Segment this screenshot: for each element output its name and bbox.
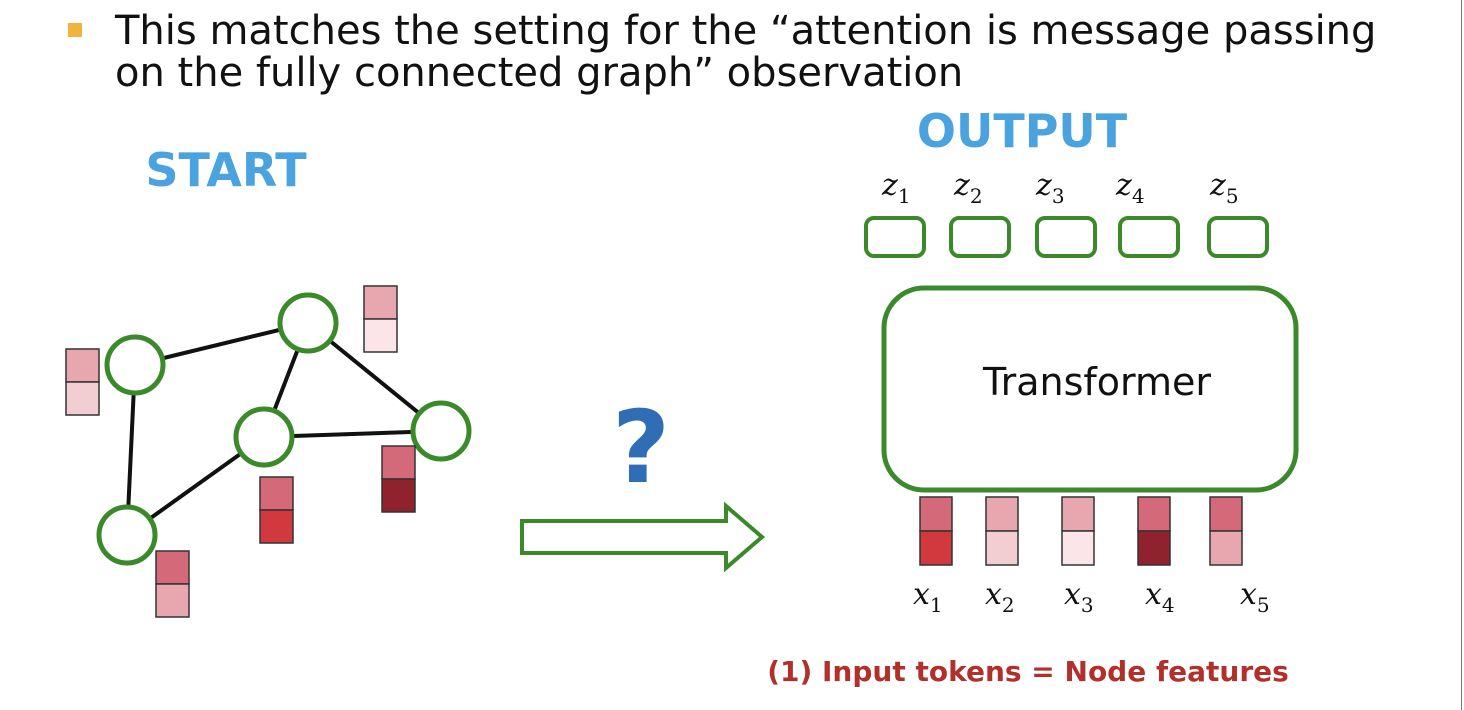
bullet-text: This matches the setting for the “attent… — [115, 10, 1455, 94]
graph-feature-vector — [381, 445, 416, 513]
transformer-block — [881, 285, 1299, 493]
input-token-label: x5 — [1240, 577, 1270, 617]
graph-node — [277, 292, 339, 354]
graph-feature-vector — [65, 348, 100, 416]
feature-cell-top — [985, 496, 1019, 532]
feature-cell-top — [155, 550, 190, 585]
feature-cell-bottom — [1137, 530, 1171, 566]
graph-node — [410, 400, 472, 462]
output-label: OUTPUT — [917, 104, 1128, 158]
feature-cell-top — [1061, 496, 1095, 532]
graph-node — [96, 504, 158, 566]
input-token-label: x3 — [1064, 577, 1094, 617]
output-token-box — [1118, 216, 1180, 258]
graph-feature-vector — [259, 476, 294, 544]
bullet-line-1: This matches the setting for the “attent… — [115, 8, 1377, 54]
input-token-vector — [919, 496, 953, 566]
input-token-vector — [1061, 496, 1095, 566]
feature-cell-bottom — [259, 509, 294, 544]
feature-cell-top — [1137, 496, 1171, 532]
input-token-vector — [985, 496, 1019, 566]
feature-cell-top — [381, 445, 416, 480]
feature-cell-bottom — [65, 381, 100, 416]
output-token-boxes — [864, 216, 1269, 258]
graph-node — [104, 334, 166, 396]
output-token-box — [949, 216, 1011, 258]
feature-cell-top — [919, 496, 953, 532]
slide-edge-divider — [1461, 0, 1462, 710]
feature-cell-top — [363, 285, 398, 320]
output-token-box — [1035, 216, 1097, 258]
feature-cell-bottom — [155, 583, 190, 618]
graph-nodes — [96, 292, 472, 566]
caption: (1) Input tokens = Node features — [767, 655, 1289, 688]
feature-cell-top — [65, 348, 100, 383]
graph-feature-vectors — [65, 285, 416, 618]
bullet-line-2: on the fully connected graph” observatio… — [115, 50, 964, 96]
output-token-label: z4 — [1115, 168, 1145, 208]
feature-cell-top — [1209, 496, 1243, 532]
input-token-label: x2 — [985, 577, 1015, 617]
output-token-box — [864, 216, 926, 258]
input-token-vectors — [919, 496, 1243, 566]
input-token-labels: x1 x2 x3 x4 x5 — [913, 577, 1270, 617]
start-label: START — [145, 143, 307, 197]
bullet-square-icon — [68, 23, 82, 37]
transformer-label: Transformer — [982, 360, 1211, 404]
output-token-label: z1 — [881, 168, 911, 208]
question-mark: ? — [612, 389, 670, 506]
graph-node — [233, 406, 295, 468]
output-token-label: z2 — [953, 168, 983, 208]
feature-cell-bottom — [381, 478, 416, 513]
feature-cell-bottom — [919, 530, 953, 566]
output-token-label: z5 — [1209, 168, 1239, 208]
feature-cell-top — [259, 476, 294, 511]
hollow-arrow-icon — [520, 501, 766, 573]
input-token-label: x4 — [1145, 577, 1175, 617]
feature-cell-bottom — [1061, 530, 1095, 566]
output-token-box — [1207, 216, 1269, 258]
input-token-vector — [1209, 496, 1243, 566]
feature-cell-bottom — [363, 318, 398, 353]
graph-feature-vector — [363, 285, 398, 353]
feature-cell-bottom — [1209, 530, 1243, 566]
feature-cell-bottom — [985, 530, 1019, 566]
output-token-label: z3 — [1035, 168, 1065, 208]
graph-feature-vector — [155, 550, 190, 618]
input-token-label: x1 — [913, 577, 943, 617]
output-token-labels: z1 z2 z3 z4 z5 — [881, 168, 1239, 208]
input-token-vector — [1137, 496, 1171, 566]
